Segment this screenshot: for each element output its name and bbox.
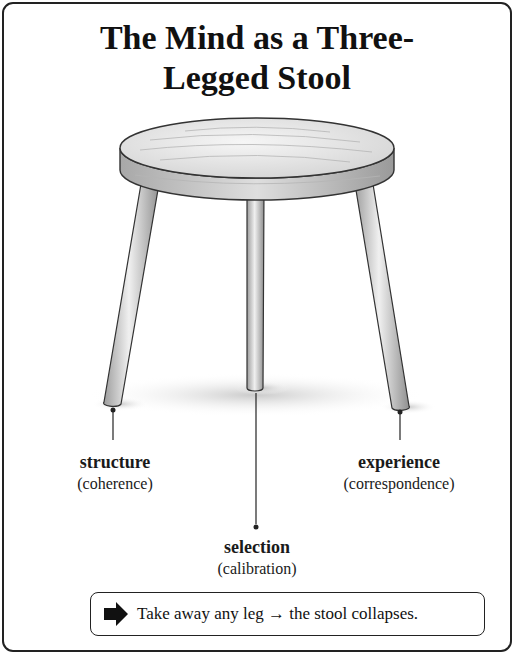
seat-top [120,118,394,178]
wood-grain [135,127,380,184]
part-label: selection [224,537,290,558]
part-label: structure [80,452,151,473]
leader-line [113,393,400,524]
part-sublabel: (correspondence) [343,475,454,493]
part-label: experience [358,452,440,473]
stool-leg [104,178,160,406]
outer-frame [3,3,511,651]
note-text: Take away any leg → the stool collapses. [137,604,418,624]
title: The Mind as a Three-Legged Stool [67,18,447,98]
stool-leg [247,188,264,391]
stool-leg [354,178,409,410]
note-box: Take away any leg → the stool collapses. [90,592,485,636]
arrow-icon [104,602,128,626]
part-sublabel: (calibration) [217,560,296,578]
part-sublabel: (coherence) [77,475,153,493]
